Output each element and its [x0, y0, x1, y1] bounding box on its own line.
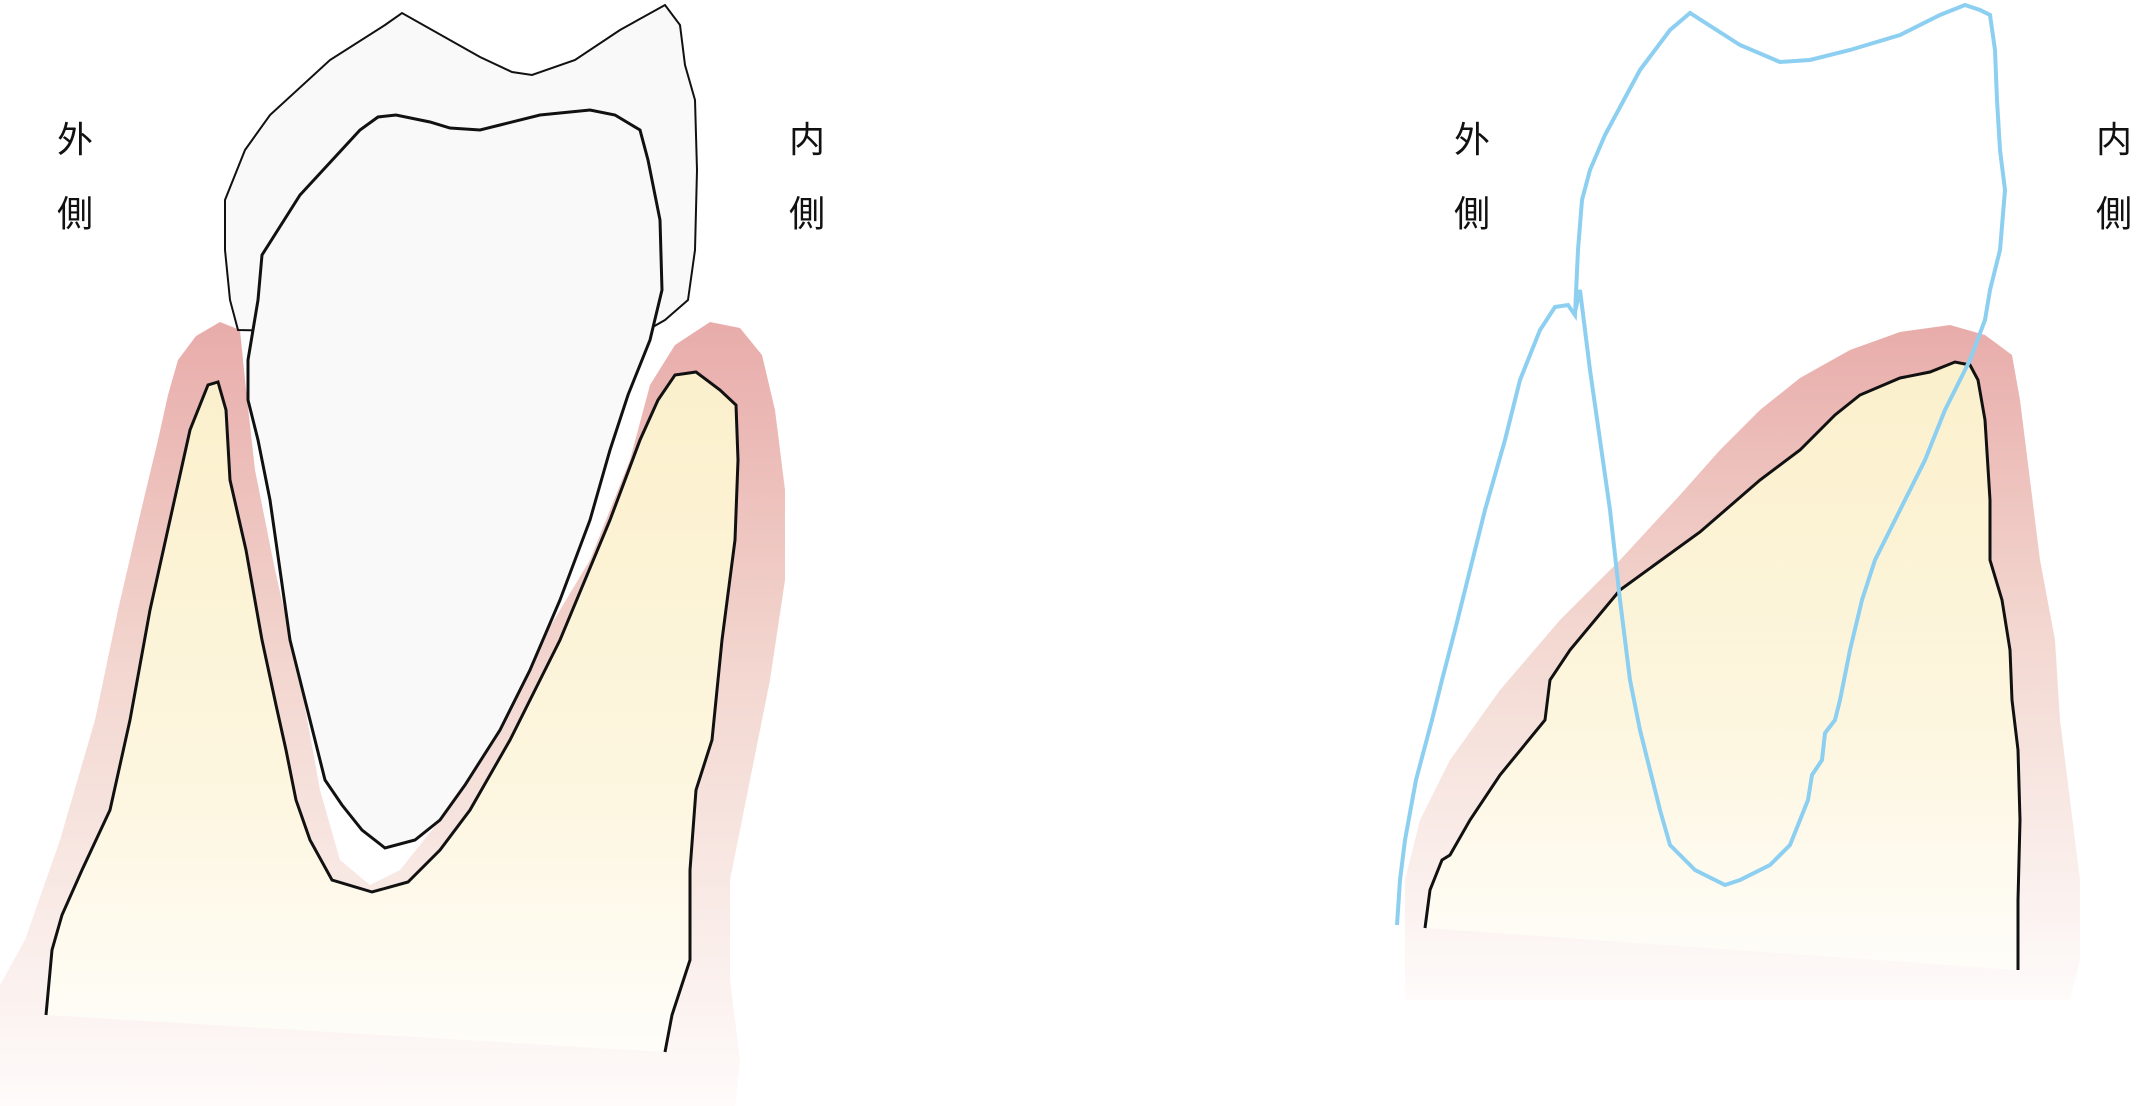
left-outer-side-label: 外 側 [53, 104, 97, 252]
right-inner-side-label: 内 側 [2092, 104, 2136, 252]
label-char: 側 [788, 194, 825, 235]
left-inner-side-label: 内 側 [785, 104, 829, 252]
label-char: 外 [1453, 120, 1490, 161]
right-ghost-tooth-outline [1395, 2, 2008, 926]
left-alveolar-bone [44, 370, 740, 1053]
label-char: 外 [56, 120, 93, 161]
left-panel [0, 3, 785, 1106]
right-panel [1395, 2, 2080, 1000]
label-char: 側 [2095, 194, 2132, 235]
label-char: 側 [56, 194, 93, 235]
right-outer-side-label: 外 側 [1450, 104, 1494, 252]
label-char: 内 [788, 120, 825, 161]
left-tooth-root [246, 108, 664, 850]
label-char: 側 [1453, 194, 1490, 235]
label-char: 内 [2095, 120, 2132, 161]
right-alveolar-bone [1423, 360, 2022, 970]
